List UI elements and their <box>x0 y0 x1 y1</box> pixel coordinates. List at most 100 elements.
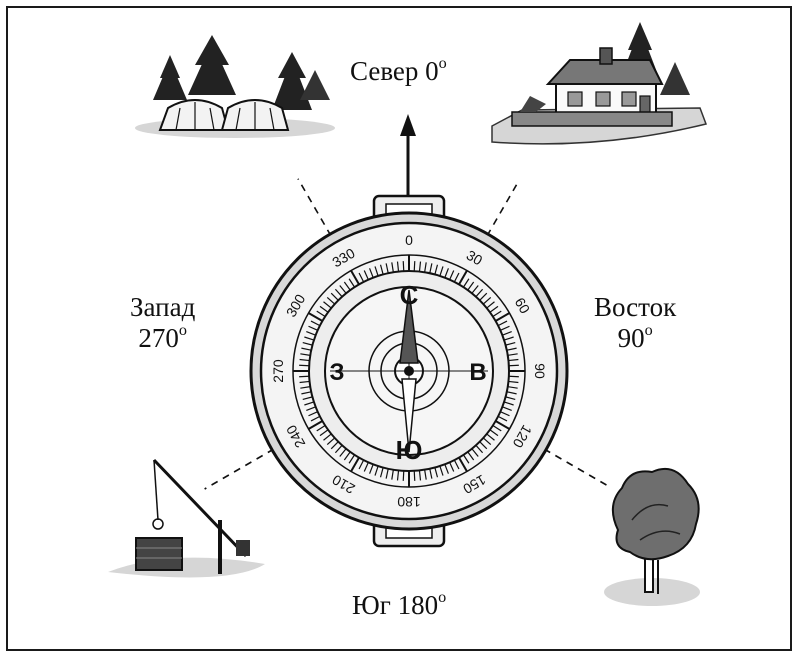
house-icon <box>491 22 707 145</box>
dial-tick <box>308 325 318 331</box>
dial-tick <box>507 386 518 389</box>
dial-tick <box>444 464 449 474</box>
dial-tick <box>316 310 326 318</box>
cardinal-west: З <box>329 359 344 386</box>
dial-tick <box>429 468 433 479</box>
dial-tick <box>299 375 310 378</box>
dial-tick <box>495 312 510 322</box>
dial-tick <box>391 262 394 273</box>
label-east: Восток 90o <box>594 292 676 354</box>
dial-tick <box>462 278 470 288</box>
dial-tick <box>319 429 329 437</box>
south-name: Юг <box>352 590 391 620</box>
dial-number-90: 90 <box>532 363 548 379</box>
well-icon <box>108 458 265 578</box>
dial-tick <box>308 411 318 417</box>
dial-tick <box>306 406 316 411</box>
dial-tick <box>424 262 427 273</box>
dial-tick <box>439 465 444 476</box>
dial-tick <box>358 272 365 283</box>
dial-number-180: 180 <box>397 494 421 510</box>
dial-tick <box>444 268 449 278</box>
dial-tick <box>316 424 326 432</box>
dial-tick <box>489 429 499 437</box>
north-name: Север <box>350 56 419 86</box>
dial-tick <box>385 263 389 274</box>
dial-tick <box>413 261 416 272</box>
dial-tick <box>402 261 405 272</box>
dial-tick <box>299 380 310 384</box>
dial-tick <box>310 320 321 327</box>
dial-tick <box>439 266 444 277</box>
dial-tick <box>302 396 313 401</box>
dial-tick <box>500 411 510 417</box>
dial-tick <box>319 305 329 313</box>
dial-tick <box>299 358 310 362</box>
dial-tick <box>343 281 351 291</box>
dial-tick <box>326 296 336 305</box>
dial-tick <box>418 261 422 272</box>
diagram-border <box>6 6 792 651</box>
dial-tick <box>458 270 468 285</box>
dial-tick <box>475 288 484 298</box>
dial-tick <box>350 270 360 285</box>
dial-tick <box>508 380 519 384</box>
dial-tick <box>471 448 479 457</box>
dial-tick <box>396 470 400 481</box>
dial-tick <box>449 270 455 280</box>
east-degrees: 90o <box>617 321 653 354</box>
dial-tick <box>334 288 343 298</box>
west-name: Запад <box>130 292 196 322</box>
dial-tick <box>505 341 516 346</box>
dial-number-0: 0 <box>405 232 413 248</box>
dial-tick <box>299 364 310 367</box>
dial-number-30: 30 <box>464 247 486 269</box>
east-name: Восток <box>594 292 677 322</box>
dial-tick <box>506 391 517 395</box>
dial-tick <box>418 470 422 481</box>
dial-tick <box>334 444 343 454</box>
dial-tick <box>301 391 312 395</box>
dial-tick <box>369 464 374 474</box>
dial-tick <box>396 261 400 272</box>
north-arrow <box>400 114 416 200</box>
tent-camp-icon <box>135 35 335 138</box>
dial-tick <box>508 358 519 362</box>
dial-tick <box>374 266 379 277</box>
dial-tick <box>310 415 321 422</box>
dial-tick <box>475 444 484 454</box>
dial-tick <box>503 401 514 406</box>
dial-tick <box>449 462 455 472</box>
dial-tick <box>323 433 332 441</box>
dial-tick <box>348 454 356 464</box>
dial-tick <box>508 364 519 367</box>
dial-tick <box>348 278 356 288</box>
dial-tick <box>507 353 518 356</box>
dial-tick <box>482 296 492 305</box>
label-north: Север 0o <box>350 54 447 87</box>
dial-tick <box>308 312 323 322</box>
cardinal-east: В <box>469 359 486 386</box>
dial-tick <box>301 347 312 351</box>
dial-tick <box>502 331 512 336</box>
north-degrees: 0o <box>425 54 447 86</box>
dial-tick <box>502 406 512 411</box>
dial-tick <box>497 320 508 327</box>
dial-tick <box>453 272 460 283</box>
dial-tick <box>358 459 365 470</box>
dial-tick <box>479 292 488 301</box>
dial-tick <box>330 292 339 301</box>
dial-tick <box>339 285 347 294</box>
dial-tick <box>323 301 332 309</box>
west-degrees: 270o <box>138 321 187 354</box>
dial-tick <box>505 396 516 401</box>
south-degrees: 180o <box>397 588 447 620</box>
dial-tick <box>497 415 508 422</box>
dial-tick <box>363 270 369 280</box>
cardinal-north: С <box>400 280 419 310</box>
dial-ticks <box>293 255 525 487</box>
dial-tick <box>369 268 374 278</box>
